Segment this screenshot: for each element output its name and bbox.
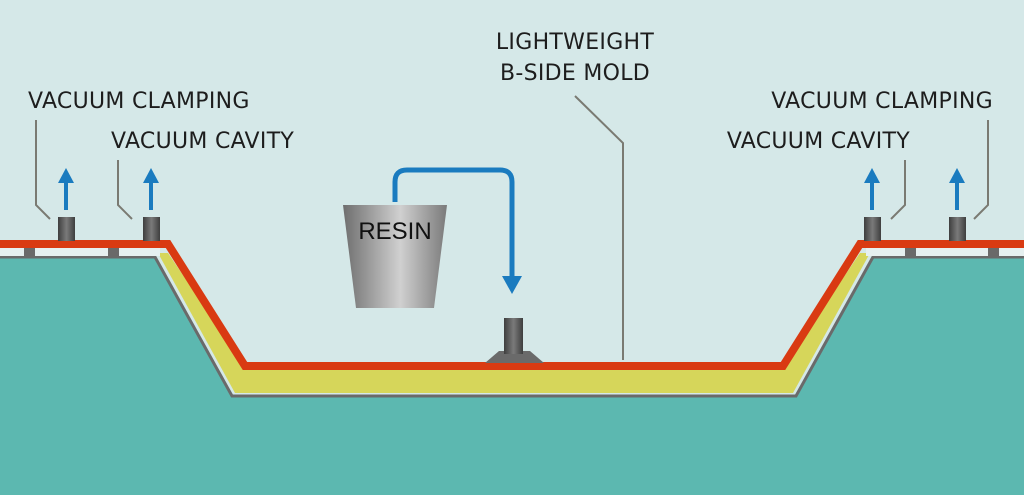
label-mold-line1: LIGHTWEIGHT <box>496 30 655 55</box>
arrow-up-icon <box>143 168 159 210</box>
nozzle-icon <box>485 318 544 363</box>
vacuum-port <box>949 217 966 241</box>
vacuum-port <box>864 217 881 241</box>
label-mold-line2: B-SIDE MOLD <box>500 61 650 86</box>
base-mold <box>0 257 1024 495</box>
spacer-post <box>108 248 119 257</box>
leader-line-left-cavity <box>117 160 133 220</box>
leader-line-right-clamping <box>973 120 989 220</box>
arrow-up-icon <box>949 168 965 210</box>
label-right-vacuum-clamping: VACUUM CLAMPING <box>771 89 993 114</box>
arrow-up-icon <box>58 168 74 210</box>
spacer-post <box>24 248 35 257</box>
laminate-layer <box>158 253 870 393</box>
leader-line-left-clamping <box>35 120 51 220</box>
label-left-vacuum-cavity: VACUUM CAVITY <box>111 129 294 154</box>
bucket-icon: RESIN <box>343 205 447 308</box>
spacer-post <box>905 248 916 257</box>
arrow-up-icon <box>864 168 880 210</box>
arrow-down-icon <box>392 167 522 294</box>
label-left-vacuum-clamping: VACUUM CLAMPING <box>28 89 250 114</box>
leader-line-mold <box>574 95 624 360</box>
label-right-vacuum-cavity: VACUUM CAVITY <box>727 129 910 154</box>
leader-line-right-cavity <box>890 160 906 220</box>
spacer-post <box>988 248 999 257</box>
resin-label: RESIN <box>358 218 431 245</box>
vacuum-port <box>58 217 75 241</box>
b-side-mold <box>0 240 1024 370</box>
flange-gap-right <box>866 248 1024 256</box>
flange-gap-left <box>0 248 160 256</box>
base-mold-edge <box>0 255 1024 398</box>
vacuum-port <box>143 217 160 241</box>
